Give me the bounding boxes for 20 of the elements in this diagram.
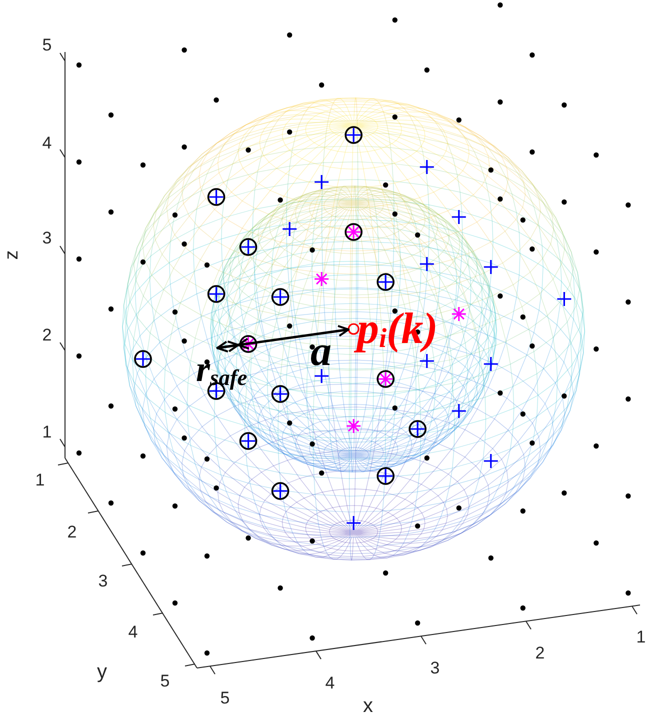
axis-tick-label: 1 bbox=[42, 424, 52, 440]
axis-title: x bbox=[363, 696, 373, 716]
axis-tick-label: 2 bbox=[67, 524, 77, 540]
axis-tick-label: 2 bbox=[42, 326, 52, 344]
axis-tick-label: 5 bbox=[220, 690, 230, 706]
axis-tick-label: 4 bbox=[42, 134, 52, 152]
distance-label: a bbox=[310, 330, 332, 374]
axis-tick-label: 4 bbox=[325, 674, 335, 692]
axis-title: y bbox=[97, 662, 107, 682]
axis-tick-label: 1 bbox=[35, 472, 45, 488]
axis-tick-label: 3 bbox=[98, 572, 108, 590]
axis-tick-label: 5 bbox=[42, 36, 52, 54]
axis-tick-label: 3 bbox=[42, 230, 52, 246]
radius-label: r$_{safe}$ bbox=[196, 351, 248, 389]
axis-title: z bbox=[2, 250, 22, 260]
axis-tick-label: 4 bbox=[128, 624, 138, 640]
axis-tick-label: 5 bbox=[160, 672, 170, 690]
axis-tick-label: 3 bbox=[430, 660, 440, 676]
axis-tick-label: 2 bbox=[535, 644, 545, 662]
axis-tick-label: 1 bbox=[636, 628, 646, 646]
